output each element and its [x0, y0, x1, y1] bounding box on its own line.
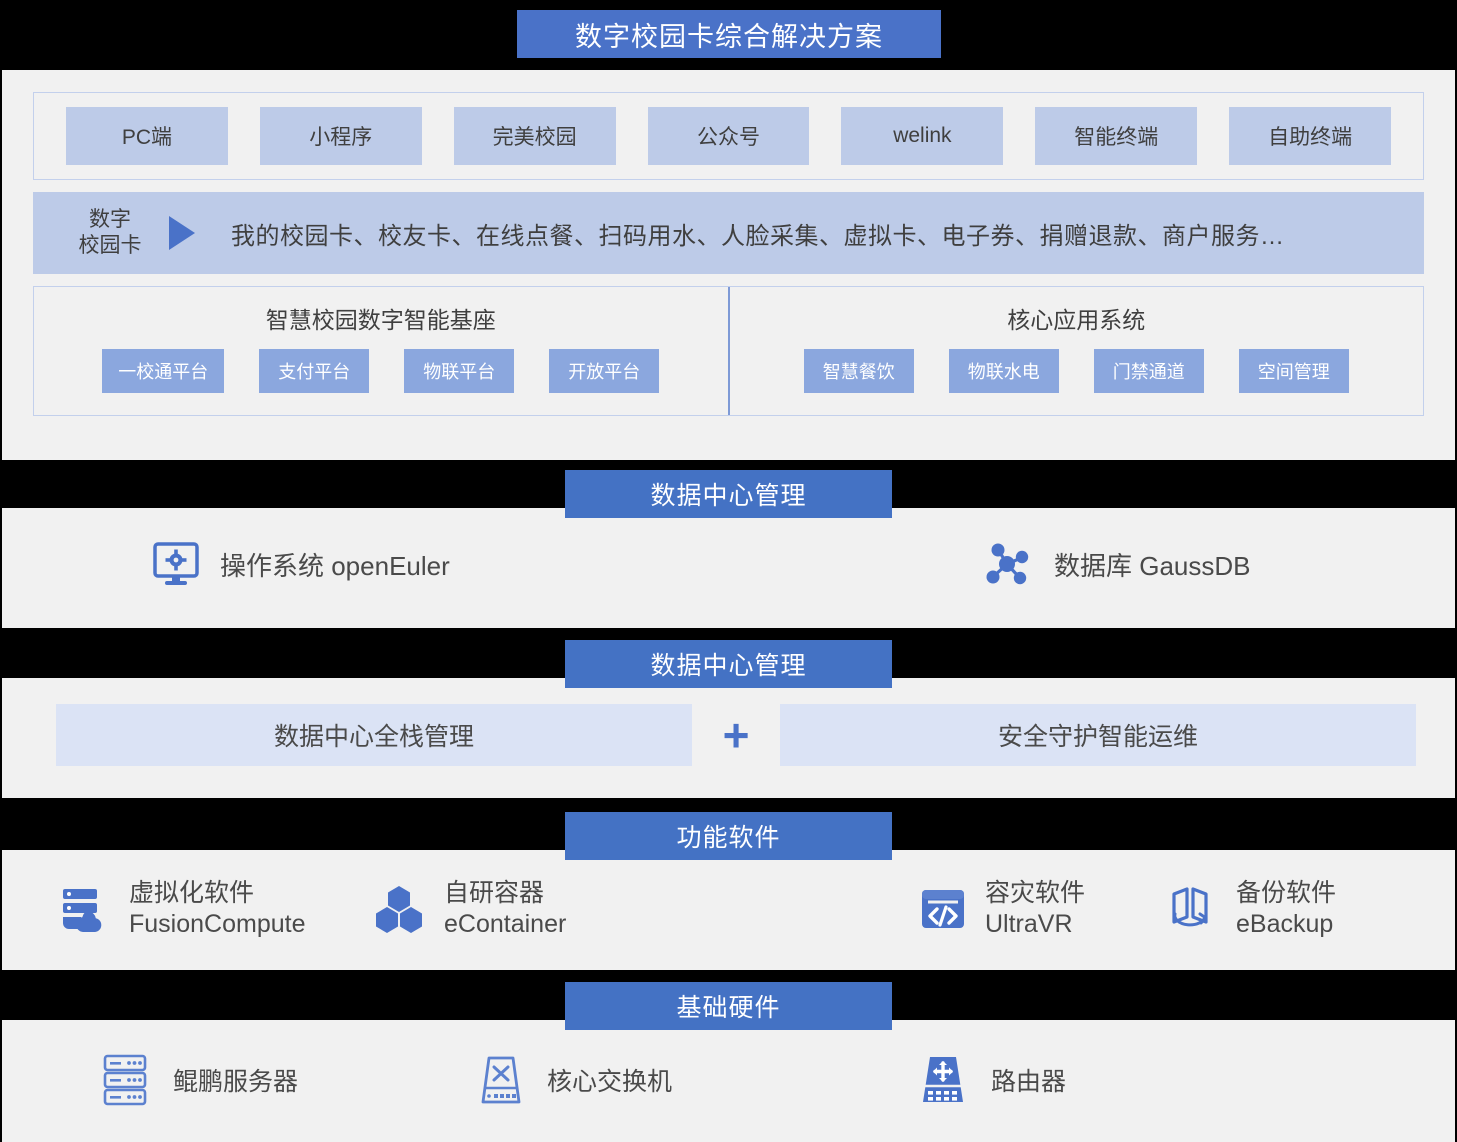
- software-label-ebackup: 备份软件 eBackup: [1236, 879, 1337, 938]
- software-label-ultravr: 容灾软件 UltraVR: [985, 879, 1086, 938]
- platform-title-base: 智慧校园数字智能基座: [265, 307, 496, 333]
- database-node-graph-icon: [980, 538, 1036, 590]
- digital-campus-card-features: 我的校园卡、校友卡、在线点餐、扫码用水、人脸采集、虚拟卡、电子券、捐赠退款、商户…: [231, 222, 1285, 250]
- platform-chip-access-control[interactable]: 门禁通道: [1093, 349, 1204, 393]
- fullstack-row: 数据中心全栈管理 + 安全守护智能运维: [56, 704, 1416, 766]
- terminal-chip-smart-terminal[interactable]: 智能终端: [1035, 107, 1198, 165]
- terminal-chip-miniprogram[interactable]: 小程序: [259, 107, 422, 165]
- platform-box: 智慧校园数字智能基座 一校通平台 支付平台 物联平台 开放平台 核心应用系统 智…: [33, 286, 1424, 416]
- platform-column-base: 智慧校园数字智能基座 一校通平台 支付平台 物联平台 开放平台: [34, 287, 730, 415]
- datacenter-item-database: 数据库 GaussDB: [980, 538, 1251, 590]
- platform-title-core-apps: 核心应用系统: [1007, 307, 1146, 333]
- hardware-item-switch: 核心交换机: [477, 1052, 672, 1108]
- terminal-chip-official-account[interactable]: 公众号: [647, 107, 810, 165]
- digital-campus-card-band: 数字 校园卡 我的校园卡、校友卡、在线点餐、扫码用水、人脸采集、虚拟卡、电子券、…: [33, 192, 1424, 274]
- hardware-label-router: 路由器: [991, 1068, 1067, 1096]
- software-item-ebackup: 备份软件 eBackup: [1162, 878, 1336, 939]
- software-label-econtainer: 自研容器 eContainer: [444, 879, 567, 938]
- platform-chip-yixiaotong[interactable]: 一校通平台: [102, 349, 225, 393]
- software-item-ultravr: 容灾软件 UltraVR: [917, 878, 1085, 939]
- plus-icon: +: [722, 709, 750, 761]
- section-header-datacenter-mgmt: 数据中心管理: [565, 640, 892, 688]
- section-header-software: 功能软件: [565, 812, 892, 860]
- platform-chip-open[interactable]: 开放平台: [549, 349, 660, 393]
- page-title: 数字校园卡综合解决方案: [517, 10, 941, 58]
- section-header-hardware: 基础硬件: [565, 982, 892, 1030]
- software-item-fusioncompute: 虚拟化软件 FusionCompute: [57, 878, 305, 939]
- terminal-chip-self-service[interactable]: 自助终端: [1229, 107, 1392, 165]
- switch-icon: [477, 1052, 525, 1108]
- software-panel: 虚拟化软件 FusionCompute 自研容器 eContainer: [2, 850, 1455, 970]
- software-label-fusioncompute: 虚拟化软件 FusionCompute: [129, 879, 306, 938]
- fullstack-chip-right[interactable]: 安全守护智能运维: [780, 704, 1416, 766]
- monitor-gear-icon: [150, 538, 202, 590]
- server-cloud-icon: [57, 883, 113, 935]
- router-icon: [917, 1052, 969, 1108]
- platform-columns: 智慧校园数字智能基座 一校通平台 支付平台 物联平台 开放平台 核心应用系统 智…: [34, 287, 1423, 415]
- code-window-icon: [917, 883, 969, 935]
- platform-chip-iot-utilities[interactable]: 物联水电: [948, 349, 1059, 393]
- triangle-right-icon: [169, 216, 195, 250]
- hardware-label-server: 鲲鹏服务器: [173, 1068, 299, 1096]
- terminal-chip-welink[interactable]: welink: [841, 107, 1004, 165]
- hardware-panel: 鲲鹏服务器 核心交换机: [2, 1020, 1455, 1142]
- digital-campus-card-label: 数字 校园卡: [78, 207, 142, 257]
- terminal-chip-perfect-campus[interactable]: 完美校园: [453, 107, 616, 165]
- datacenter-label-database: 数据库 GaussDB: [1054, 550, 1251, 581]
- terminal-box: PC端 小程序 完美校园 公众号 welink 智能终端 自助终端: [33, 92, 1424, 180]
- terminal-row: PC端 小程序 完美校园 公众号 welink 智能终端 自助终端: [34, 93, 1423, 179]
- section-header-datacenter-base: 数据中心管理: [565, 470, 892, 518]
- hexagons-icon: [372, 883, 428, 935]
- platform-column-core-apps: 核心应用系统 智慧餐饮 物联水电 门禁通道 空间管理: [730, 287, 1424, 415]
- datacenter-base-panel: 操作系统 openEuler 数据库 GaussDB: [2, 508, 1455, 628]
- datacenter-mgmt-panel: 数据中心全栈管理 + 安全守护智能运维: [2, 678, 1455, 798]
- hardware-item-router: 路由器: [917, 1052, 1066, 1108]
- server-rack-icon: [99, 1052, 151, 1108]
- datacenter-item-os: 操作系统 openEuler: [150, 538, 450, 590]
- platform-chip-space-mgmt[interactable]: 空间管理: [1238, 349, 1349, 393]
- software-item-econtainer: 自研容器 eContainer: [372, 878, 566, 939]
- platform-chip-payment[interactable]: 支付平台: [259, 349, 370, 393]
- terminal-chip-pc[interactable]: PC端: [66, 107, 228, 165]
- application-panel: PC端 小程序 完美校园 公众号 welink 智能终端 自助终端 数字 校园卡…: [2, 70, 1455, 460]
- backup-panels-icon: [1162, 883, 1220, 935]
- platform-chips-base: 一校通平台 支付平台 物联平台 开放平台: [102, 349, 660, 393]
- hardware-item-server: 鲲鹏服务器: [99, 1052, 298, 1108]
- platform-chip-smart-dining[interactable]: 智慧餐饮: [803, 349, 914, 393]
- hardware-label-switch: 核心交换机: [547, 1068, 673, 1096]
- fullstack-chip-left[interactable]: 数据中心全栈管理: [56, 704, 692, 766]
- platform-chip-iot[interactable]: 物联平台: [404, 349, 515, 393]
- platform-chips-core-apps: 智慧餐饮 物联水电 门禁通道 空间管理: [803, 349, 1349, 393]
- datacenter-label-os: 操作系统 openEuler: [220, 550, 450, 581]
